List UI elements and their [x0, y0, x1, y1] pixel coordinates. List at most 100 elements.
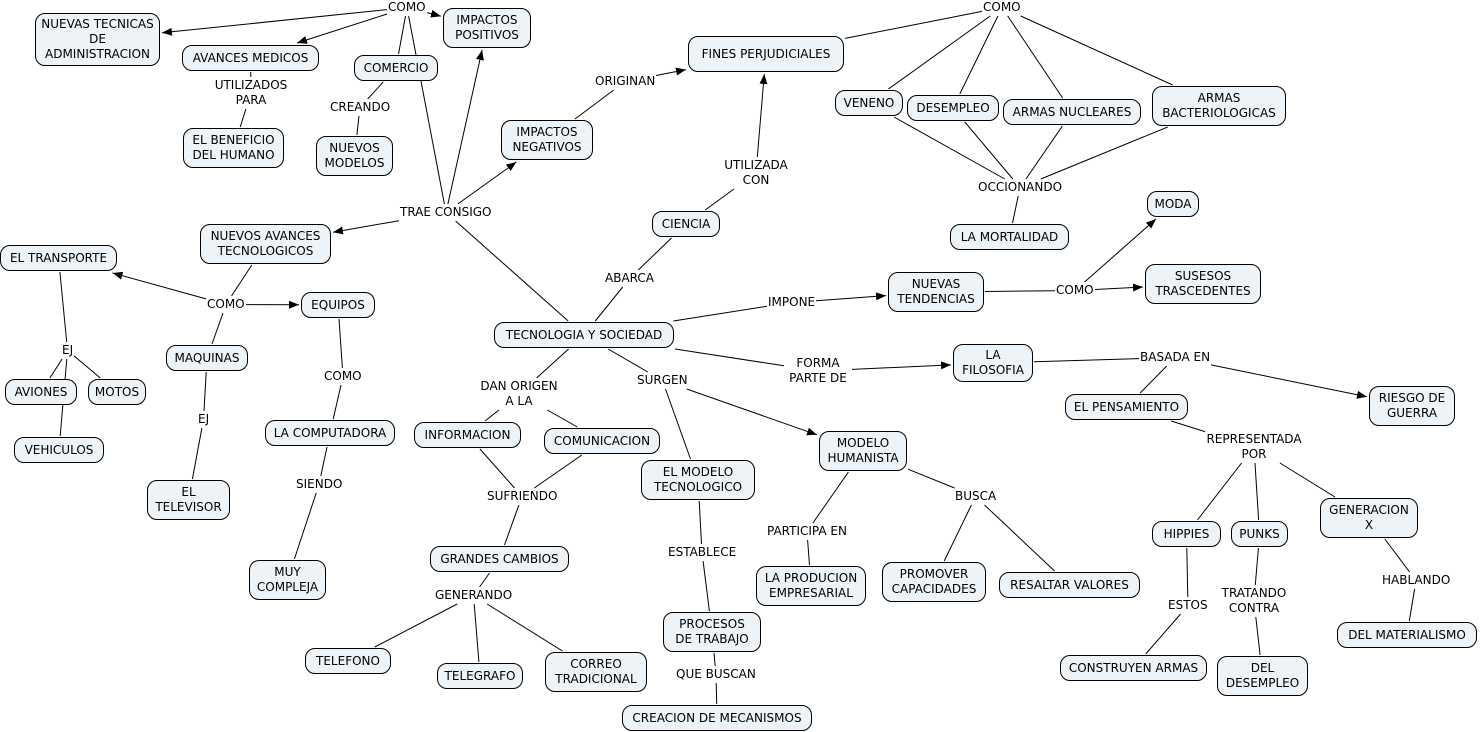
concept-node-el-televisor[interactable]: EL TELEVISOR [147, 480, 230, 520]
concept-node-fines-perjudiciales[interactable]: FINES PERJUDICIALES [688, 36, 844, 72]
linking-phrase-ej-2[interactable]: EJ [198, 412, 210, 426]
concept-node-modelo-tecnologico[interactable]: EL MODELO TECNOLOGICO [641, 460, 755, 500]
concept-node-impactos-negativos[interactable]: IMPACTOS NEGATIVOS [501, 120, 593, 160]
concept-node-el-transporte[interactable]: EL TRANSPORTE [0, 245, 117, 271]
linking-phrase-dan-origen[interactable]: DAN ORIGEN A LA [480, 379, 558, 408]
edge-maquinas--ej-2 [203, 371, 207, 412]
edge-el-pensamiento--representada-por [1170, 420, 1206, 433]
concept-node-armas-nucleares[interactable]: ARMAS NUCLEARES [1003, 99, 1141, 125]
concept-node-la-producion[interactable]: LA PRODUCION EMPRESARIAL [756, 566, 866, 606]
linking-phrase-sufriendo[interactable]: SUFRIENDO [487, 489, 558, 503]
concept-node-generacion-x[interactable]: GENERACION X [1320, 498, 1418, 538]
concept-node-maquinas[interactable]: MAQUINAS [166, 345, 248, 371]
concept-node-armas-bacteriologicas[interactable]: ARMAS BACTERIOLOGICAS [1152, 86, 1286, 126]
edge-representada-por--generacion-x [1279, 462, 1336, 498]
concept-node-creacion-mecanismos[interactable]: CREACION DE MECANISMOS [622, 705, 812, 731]
linking-phrase-como-3[interactable]: COMO [1056, 283, 1094, 297]
concept-node-hippies[interactable]: HIPPIES [1152, 521, 1221, 547]
concept-node-equipos[interactable]: EQUIPOS [301, 292, 375, 318]
linking-phrase-basada-en[interactable]: BASADA EN [1140, 350, 1211, 364]
concept-node-la-filosofia[interactable]: LA FILOSOFIA [953, 344, 1033, 382]
concept-node-resaltar-valores[interactable]: RESALTAR VALORES [999, 572, 1140, 598]
concept-node-riesgo-guerra[interactable]: RIESGO DE GUERRA [1369, 386, 1455, 426]
edge-como-1--comercio [398, 15, 406, 55]
concept-node-promover-capacidades[interactable]: PROMOVER CAPACIDADES [882, 562, 986, 602]
linking-phrase-que-buscan[interactable]: QUE BUSCAN [676, 667, 756, 681]
edge-impactos-negativos--originan [574, 89, 614, 120]
linking-phrase-participa-en[interactable]: PARTICIPA EN [767, 524, 847, 538]
linking-phrase-como-1[interactable]: COMO [388, 0, 426, 14]
linking-phrase-busca[interactable]: BUSCA [955, 489, 997, 503]
edge-ej-1--motos [73, 355, 101, 379]
edge-modelo-humanista--busca [907, 468, 955, 489]
concept-node-construyen-armas[interactable]: CONSTRUYEN ARMAS [1060, 655, 1207, 681]
concept-node-nuevas-tendencias[interactable]: NUEVAS TENDENCIAS [888, 272, 984, 312]
linking-phrase-ej-1[interactable]: EJ [62, 343, 74, 357]
linking-phrase-representada-por[interactable]: REPRESENTADA POR [1206, 432, 1302, 461]
concept-node-procesos-trabajo[interactable]: PROCESOS DE TRABAJO [663, 612, 761, 652]
linking-phrase-siendo[interactable]: SIENDO [296, 477, 343, 491]
concept-node-nuevas-tecnicas[interactable]: NUEVAS TECNICAS DE ADMINISTRACION [35, 13, 160, 66]
concept-node-moda[interactable]: MODA [1147, 191, 1199, 217]
edge-la-computadora--siendo [320, 446, 328, 477]
concept-node-aviones[interactable]: AVIONES [5, 379, 77, 405]
linking-phrase-trae-consigo[interactable]: TRAE CONSIGO [400, 205, 492, 219]
edge-sufriendo--grandes-cambios [504, 504, 520, 546]
concept-node-ciencia[interactable]: CIENCIA [652, 211, 720, 237]
concept-node-susesos-trascedentes[interactable]: SUSESOS TRASCEDENTES [1145, 264, 1261, 304]
concept-node-veneno[interactable]: VENENO [835, 90, 903, 116]
linking-phrase-como-2[interactable]: COMO [983, 0, 1021, 14]
linking-phrase-utilizada-con[interactable]: UTILIZADA CON [724, 158, 788, 187]
linking-phrase-generando[interactable]: GENERANDO [435, 588, 513, 602]
concept-node-comunicacion[interactable]: COMUNICACION [544, 428, 660, 454]
concept-node-muy-compleja[interactable]: MUY COMPLEJA [249, 560, 326, 600]
concept-node-telegrafo[interactable]: TELEGRAFO [437, 663, 523, 689]
concept-node-correo-tradicional[interactable]: CORREO TRADICIONAL [545, 652, 647, 692]
edge-tratando-contra--del-desempleo [1255, 616, 1261, 656]
concept-node-vehiculos[interactable]: VEHICULOS [14, 437, 104, 463]
linking-phrase-creando[interactable]: CREANDO [330, 100, 391, 114]
concept-node-tecnologia-sociedad[interactable]: TECNOLOGIA Y SOCIEDAD [494, 322, 674, 348]
linking-phrase-abarca[interactable]: ABARCA [605, 271, 654, 285]
linking-phrase-hablando[interactable]: HABLANDO [1382, 573, 1451, 587]
edge-generando--correo-tradicional [486, 603, 563, 652]
linking-phrase-impone[interactable]: IMPONE [768, 295, 816, 309]
linking-phrase-originan[interactable]: ORIGINAN [595, 74, 656, 88]
concept-node-desempleo[interactable]: DESEMPLEO [907, 95, 999, 121]
concept-node-nuevos-modelos[interactable]: NUEVOS MODELOS [316, 136, 393, 176]
concept-node-telefono[interactable]: TELEFONO [305, 648, 391, 674]
concept-node-motos[interactable]: MOTOS [88, 379, 146, 405]
edge-comercio--creando [367, 81, 384, 100]
concept-node-del-desempleo[interactable]: DEL DESEMPLEO [1217, 656, 1308, 696]
edge-trae-consigo--nuevos-avances [332, 220, 400, 235]
concept-node-beneficio-humano[interactable]: EL BENEFICIO DEL HUMANO [183, 128, 284, 168]
concept-node-grandes-cambios[interactable]: GRANDES CAMBIOS [430, 546, 569, 572]
edge-trae-consigo--impactos-positivos [447, 49, 484, 205]
linking-phrase-como-4[interactable]: COMO [207, 297, 245, 311]
linking-phrase-estos[interactable]: ESTOS [1168, 598, 1208, 612]
concept-node-la-computadora[interactable]: LA COMPUTADORA [265, 420, 395, 446]
linking-phrase-forma-parte-de[interactable]: FORMA PARTE DE [789, 356, 847, 385]
linking-phrase-utilizados-para[interactable]: UTILIZADOS PARA [214, 78, 288, 107]
concept-node-el-pensamiento[interactable]: EL PENSAMIENTO [1065, 394, 1188, 420]
concept-node-avances-medicos[interactable]: AVANCES MEDICOS [182, 45, 319, 71]
linking-phrase-como-5[interactable]: COMO [324, 369, 362, 383]
edge-utilizada-con--fines-perjudiciales [756, 73, 768, 158]
concept-node-nuevos-avances[interactable]: NUEVOS AVANCES TECNOLOGICOS [200, 224, 331, 264]
concept-node-la-mortalidad[interactable]: LA MORTALIDAD [950, 224, 1069, 250]
concept-node-modelo-humanista[interactable]: MODELO HUMANISTA [819, 431, 907, 471]
linking-phrase-tratando-contra[interactable]: TRATANDO CONTRA [1221, 586, 1287, 615]
linking-phrase-establece[interactable]: ESTABLECE [668, 545, 737, 559]
linking-phrase-occionando[interactable]: OCCIONANDO [978, 180, 1063, 194]
concept-node-impactos-positivos[interactable]: IMPACTOS POSITIVOS [443, 8, 531, 48]
concept-node-del-materialismo[interactable]: DEL MATERIALISMO [1337, 622, 1477, 648]
edge-procesos-trabajo--que-buscan [713, 652, 716, 667]
concept-node-informacion[interactable]: INFORMACION [414, 422, 521, 448]
linking-phrase-surgen[interactable]: SURGEN [637, 373, 688, 387]
concept-node-comercio[interactable]: COMERCIO [354, 55, 438, 81]
edge-como-5--la-computadora [332, 384, 342, 420]
concept-node-punks[interactable]: PUNKS [1231, 521, 1288, 547]
edge-participa-en--la-producion [807, 539, 810, 566]
edge-nuevos-avances--como-4 [231, 264, 253, 297]
